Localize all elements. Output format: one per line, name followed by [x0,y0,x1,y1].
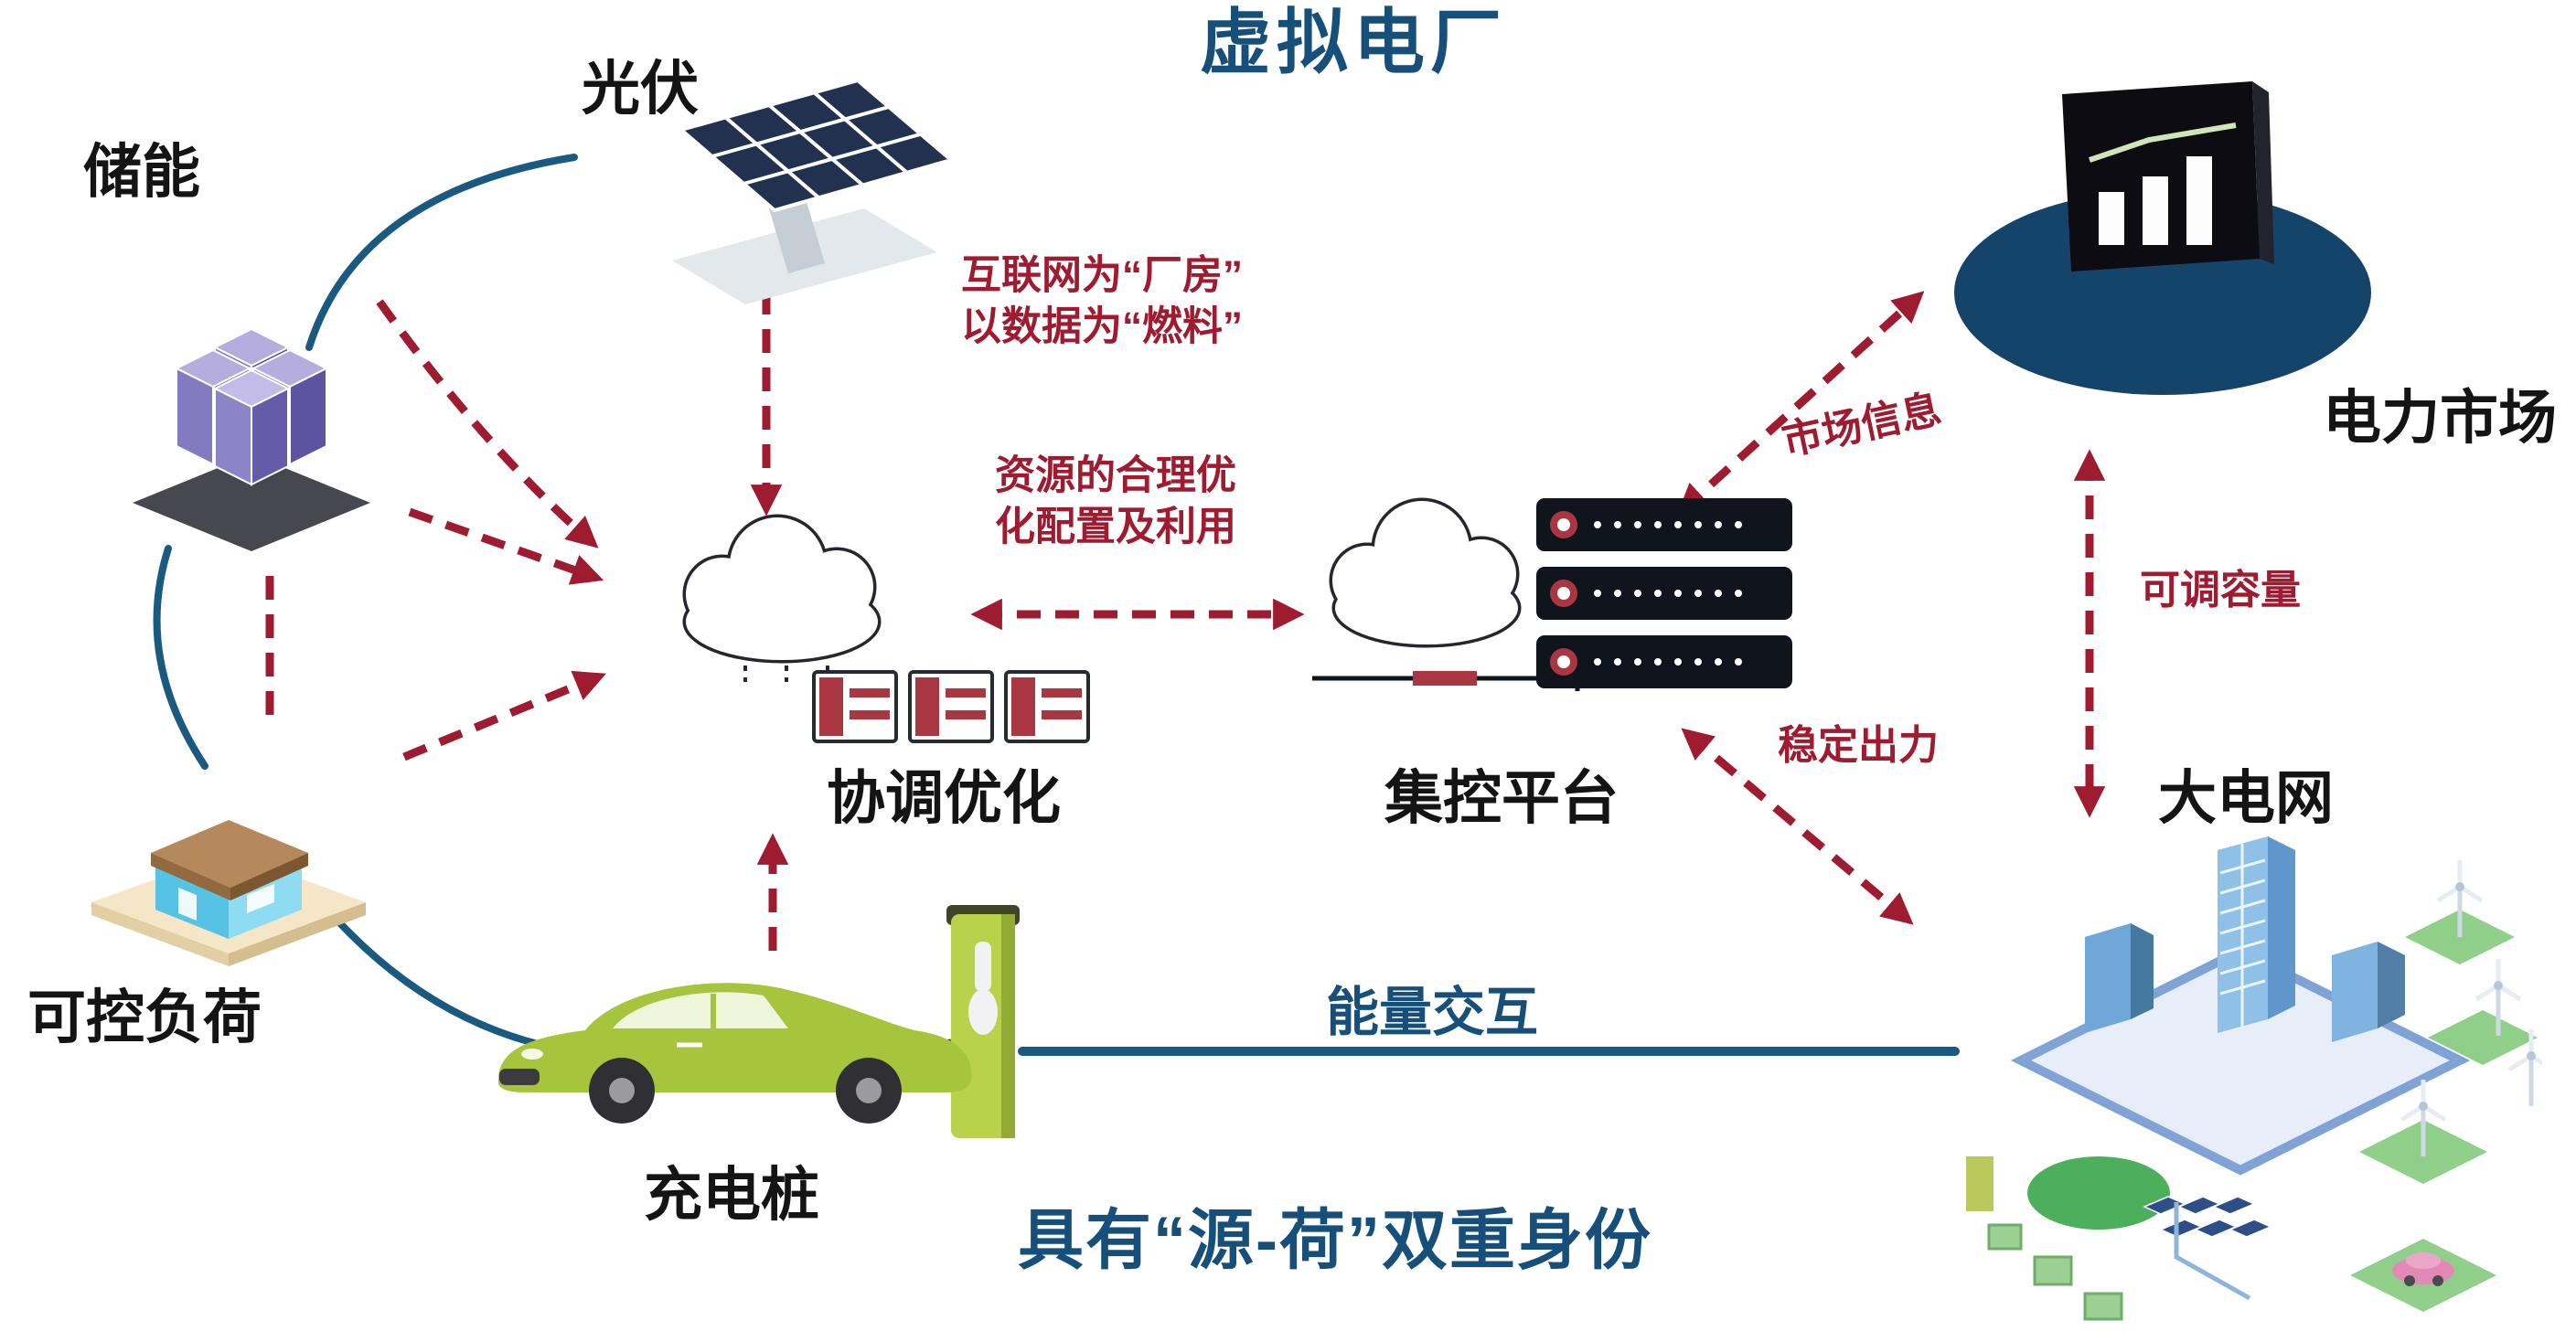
arrow-platform-grid [1681,728,1914,925]
server-rack-icon [1536,498,1792,688]
arrow-load-to-coordination [402,670,606,762]
note-internet-line1: 互联网为“厂房” [961,252,1243,298]
note-internet-line2: 以数据为“燃料” [961,304,1243,349]
node-label-coordination: 协调优化 [827,765,1061,831]
cloud-icon [1329,497,1522,648]
battery-storage-icon [133,327,370,551]
node-label-solar: 光伏 [582,56,699,122]
solar-panel-icon [672,78,956,304]
node-label-charging-pile: 充电桩 [644,1162,819,1228]
node-label-controllable-load: 可控负荷 [27,985,262,1050]
cloud-icon [682,514,882,664]
tower-building [2218,836,2295,1033]
right-building [2332,942,2405,1042]
left-building [2085,923,2154,1033]
coordination-cloud-icon [682,514,1090,743]
pink-car-icon [2392,1252,2454,1286]
curve-storage-to-house [153,545,208,770]
note-resource-line1: 资源的合理优 [995,453,1236,498]
market-chart-icon [1954,81,2371,395]
arrow-storage-to-coordination [408,507,604,585]
note-resource-line2: 化配置及利用 [995,505,1236,549]
note-adjustable-capacity: 可调容量 [2140,567,2301,612]
smart-house-icon [91,820,366,966]
arrow-storage-to-coordination-upper [376,299,599,549]
node-label-main-grid: 大电网 [2158,765,2334,831]
note-stable-output: 稳定出力 [1778,722,1939,768]
container-boxes-icon [812,670,1090,743]
electric-car-icon [497,905,1020,1138]
platform-cloud-server-icon [1312,497,1792,691]
node-label-power-market: 电力市场 [2323,385,2557,451]
note-energy-exchange: 能量交互 [1325,983,1539,1042]
note-internet: 互联网为“厂房” 以数据为“燃料” [961,250,1243,354]
smart-city-icon [1966,836,2542,1321]
node-label-control-platform: 集控平台 [1384,765,1619,831]
curve-storage-to-solar [305,154,578,351]
page-title: 虚拟电厂 [1199,2,1508,82]
note-resource: 资源的合理优 化配置及利用 [995,451,1236,554]
node-label-storage: 储能 [83,139,200,205]
arrow-platform-market [1676,291,1925,516]
solar-farm-icon [2143,1196,2271,1238]
charging-station-icon [918,905,1020,1138]
page-subtitle: 具有“源-荷”双重身份 [1018,1204,1652,1278]
